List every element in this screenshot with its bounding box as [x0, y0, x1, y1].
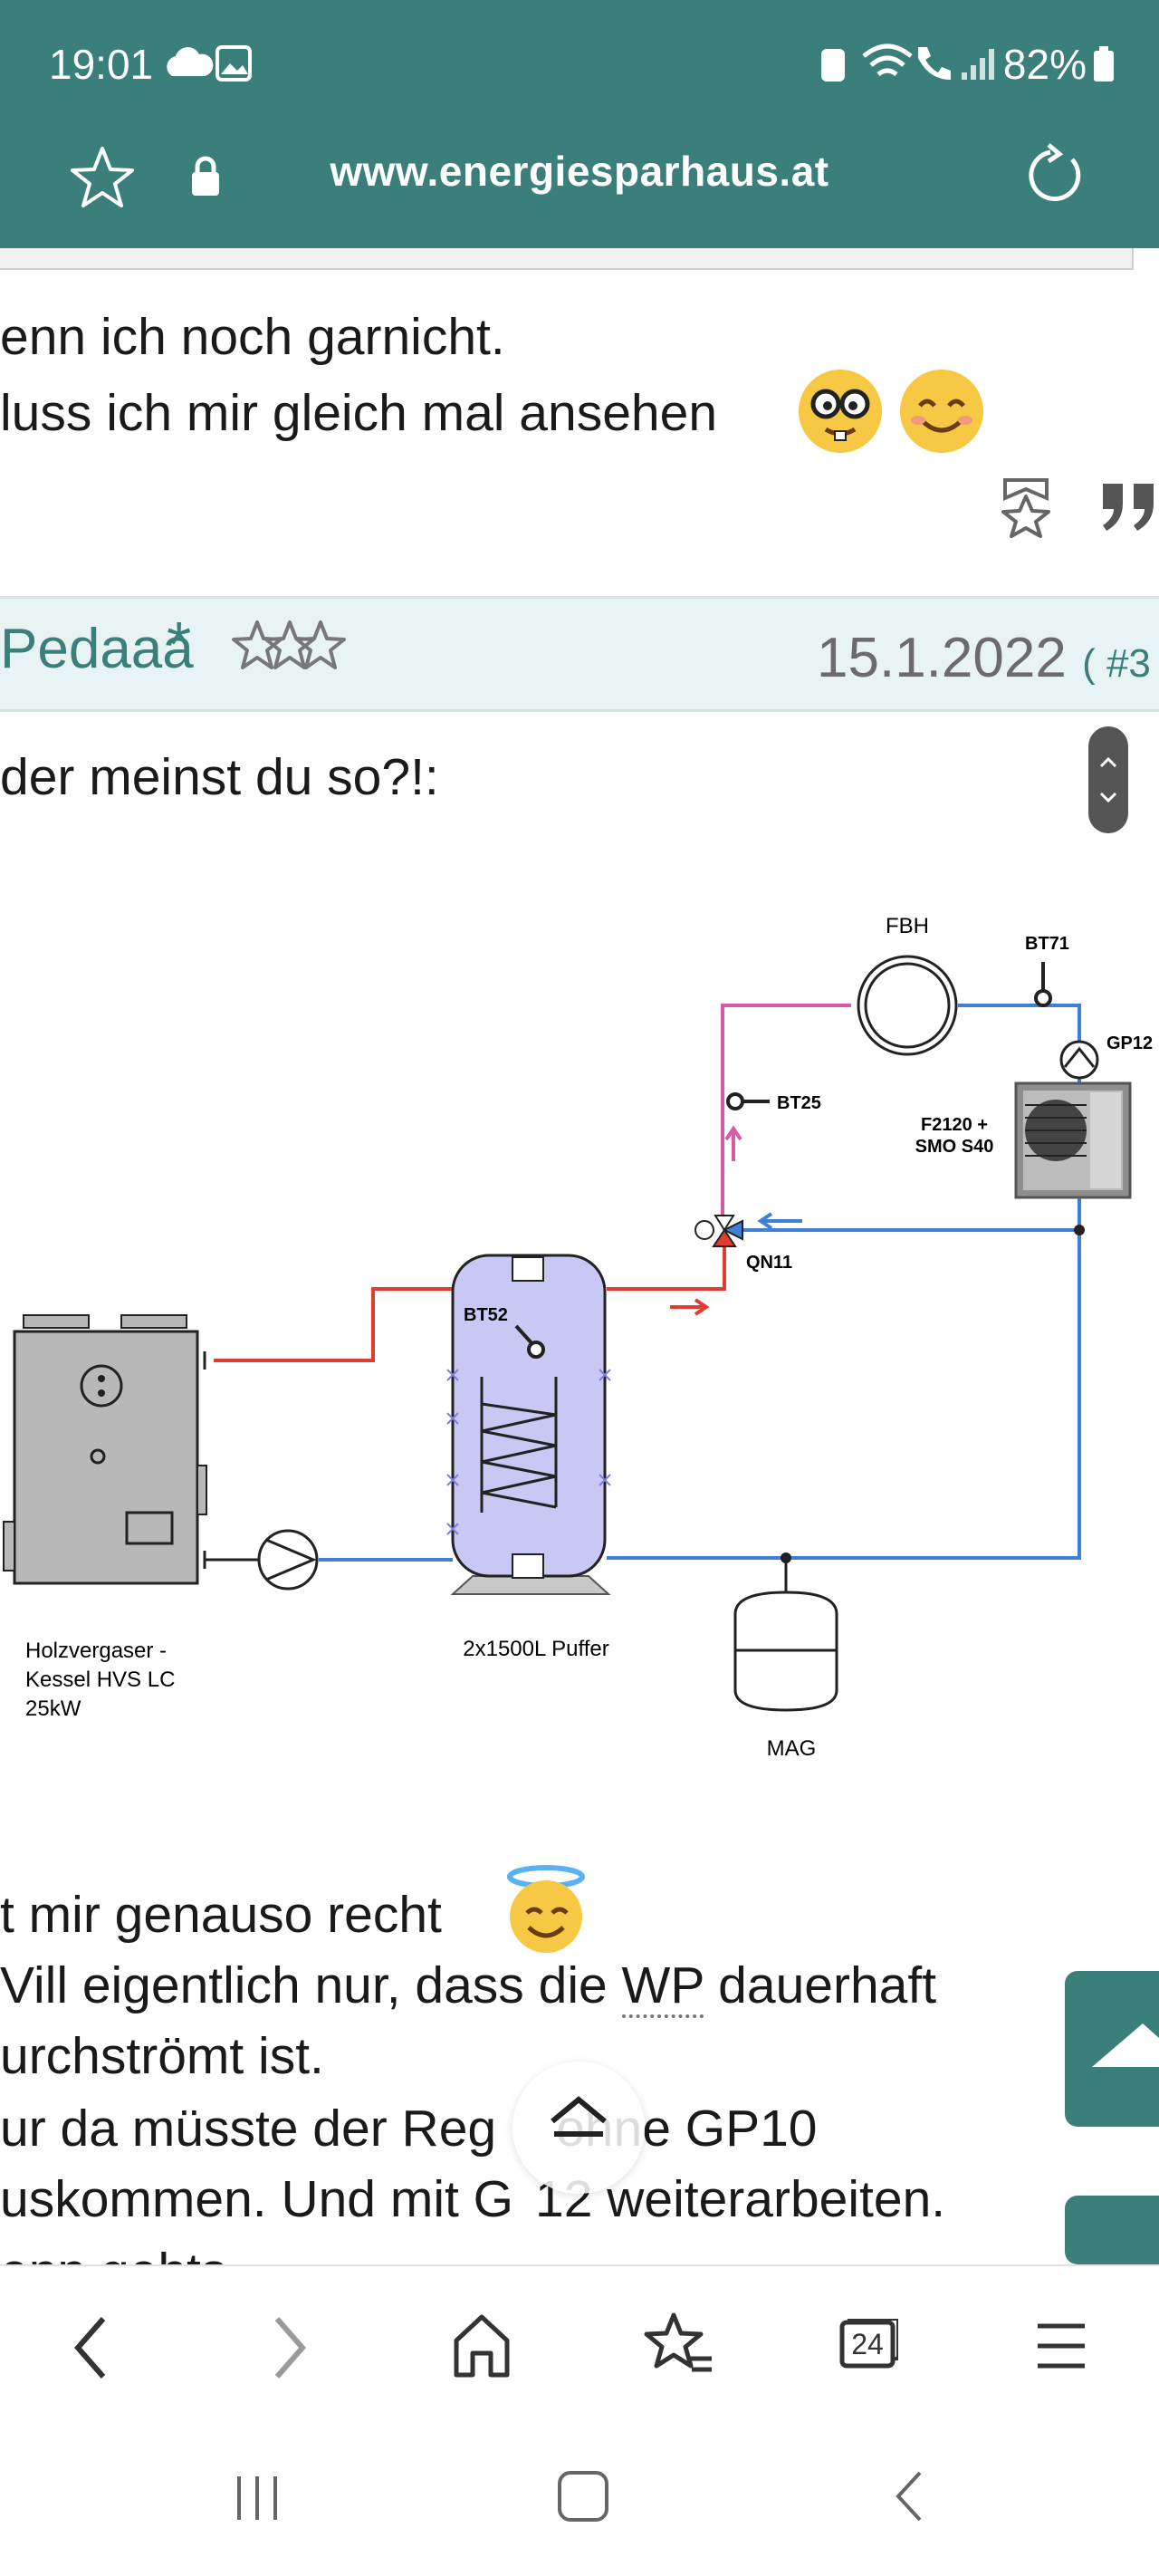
system-nav-bar	[0, 2426, 1159, 2576]
fbh-supply-pipe	[721, 1004, 851, 1223]
wood-gas-boiler	[3, 1314, 207, 1585]
page-edge	[0, 248, 1134, 270]
post-date: 15.1.2022 ( #3	[817, 627, 1151, 689]
label-heatpump-2: SMO S40	[915, 1137, 994, 1157]
asterisk-icon: *	[167, 609, 192, 679]
label-bt52: BT52	[464, 1305, 508, 1325]
rating-stars-icon	[232, 620, 346, 669]
reply-line: Vill eigentlich nur, dass die WP dauerha…	[0, 1949, 936, 2022]
label-qn11: QN11	[746, 1253, 792, 1273]
scroll-top-button[interactable]	[512, 2062, 645, 2194]
halo-face-emoji-icon	[507, 1865, 585, 1953]
reload-icon[interactable]	[1023, 143, 1088, 208]
wifi-icon	[862, 43, 913, 77]
supply-pipe	[214, 1243, 726, 1362]
quote-icon[interactable]	[1096, 476, 1159, 540]
reply-line: enn gehts	[0, 2235, 226, 2264]
label-boiler-1: Holzvergaser -	[25, 1639, 167, 1663]
return-pipe	[607, 1078, 1081, 1560]
page-down-button[interactable]	[1065, 2196, 1159, 2264]
signal-icon	[962, 49, 994, 80]
label-mag: MAG	[767, 1736, 817, 1761]
browser-toolbar: 24	[0, 2264, 1159, 2427]
buffer-tank	[446, 1254, 611, 1595]
home-icon[interactable]	[449, 2310, 514, 2382]
username[interactable]: Pedaaa	[0, 618, 194, 680]
battery-icon	[1094, 46, 1114, 82]
label-fbh: FBH	[886, 914, 929, 938]
fbh-circuit	[857, 955, 958, 1056]
expansion-vessel	[733, 1591, 838, 1712]
smiling-face-emoji-icon	[900, 370, 983, 453]
heat-pump-unit	[1014, 1081, 1132, 1199]
flow-arrow-right	[670, 1298, 710, 1316]
flow-arrow-up	[724, 1125, 742, 1161]
battery-percent: 82%	[1002, 41, 1087, 88]
image-icon	[216, 45, 252, 82]
label-gp12: GP12	[1106, 1033, 1153, 1053]
url-field[interactable]: www.energiesparhaus.at	[330, 148, 829, 195]
forward-icon[interactable]	[263, 2312, 317, 2384]
post-number[interactable]: ( #3	[1082, 641, 1151, 686]
status-bar: 19:01 82%	[0, 0, 1159, 130]
valve-qn11	[694, 1215, 743, 1247]
home-button-icon[interactable]	[554, 2467, 612, 2525]
tabs-count: 24	[851, 2328, 884, 2360]
flow-arrow-left	[757, 1212, 802, 1230]
post-header: Pedaaa * 15.1.2022 ( #3	[0, 596, 1159, 712]
hydraulic-diagram: FBH BT71 GP12 F2120 + SMO S40 BT25 QN11	[3, 914, 1153, 1761]
address-bar: www.energiesparhaus.at	[0, 130, 1159, 248]
pump-gp12	[1059, 1040, 1099, 1080]
battery-saver-icon	[821, 49, 845, 82]
bookmark-star-icon[interactable]	[69, 145, 136, 210]
previous-post-line: enn ich noch garnicht.	[0, 308, 505, 366]
menu-icon[interactable]	[1034, 2319, 1088, 2373]
label-boiler-3: 25kW	[25, 1697, 81, 1721]
nerd-face-emoji-icon	[799, 370, 882, 453]
bookmarks-icon[interactable]	[643, 2310, 715, 2382]
previous-post-line: luss ich mir gleich mal ansehen	[0, 384, 718, 442]
page-up-button[interactable]	[1065, 1971, 1159, 2127]
label-heatpump-1: F2120 +	[921, 1115, 988, 1135]
label-boiler-2: Kessel HVS LC	[25, 1668, 175, 1692]
scroll-handle[interactable]	[1088, 726, 1128, 833]
system-back-icon[interactable]	[887, 2467, 933, 2525]
lock-icon	[192, 156, 219, 196]
back-icon[interactable]	[63, 2312, 118, 2384]
bookmark-post-icon[interactable]	[996, 476, 1056, 540]
fbh-return-pipe	[958, 1004, 1081, 1042]
status-time: 19:01	[49, 41, 154, 88]
mag-pipe	[781, 1552, 791, 1592]
label-bt71: BT71	[1025, 934, 1069, 954]
post-intro: der meinst du so?!:	[0, 748, 439, 806]
abbr-wp[interactable]: WP	[621, 1956, 704, 2018]
boiler-pump	[257, 1529, 319, 1591]
label-bt25: BT25	[777, 1093, 821, 1113]
call-icon	[918, 47, 951, 80]
reply-line: t mir genauso recht	[0, 1886, 442, 1944]
recent-apps-icon[interactable]	[232, 2471, 286, 2525]
label-buffer: 2x1500L Puffer	[463, 1637, 608, 1661]
tabs-icon[interactable]: 24	[838, 2319, 898, 2369]
cloud-icon	[167, 47, 214, 76]
reply-line: urchströmt ist.	[0, 2027, 324, 2085]
